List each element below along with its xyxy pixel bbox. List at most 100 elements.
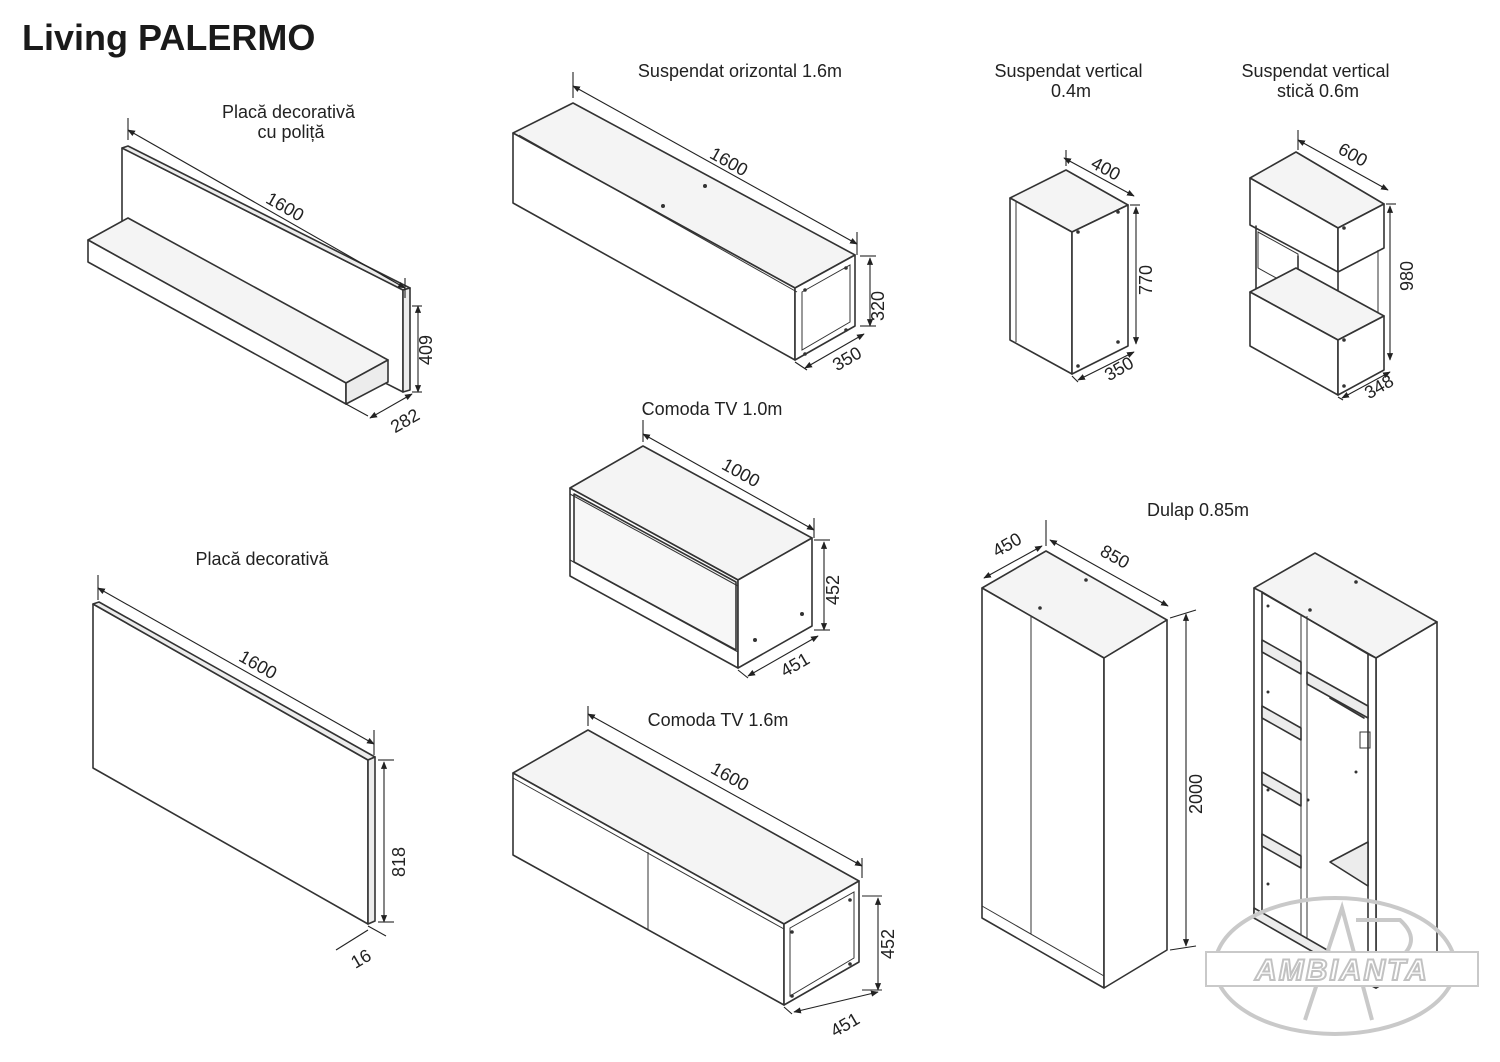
hinge-hole bbox=[790, 994, 794, 998]
edge-line bbox=[569, 559, 739, 653]
dimension-line-width bbox=[97, 587, 375, 745]
hinge-hole bbox=[848, 898, 852, 902]
hinge-hole bbox=[848, 962, 852, 966]
hinge-hole bbox=[1266, 788, 1270, 792]
hinge-hole bbox=[1342, 338, 1346, 342]
panel-side-edge bbox=[402, 287, 411, 393]
dimension-line-width bbox=[127, 129, 406, 289]
extension-line bbox=[1337, 396, 1344, 401]
dimension-line-depth bbox=[1077, 351, 1135, 381]
side-inner-outline bbox=[801, 264, 851, 351]
dimension-width: 600 bbox=[1335, 139, 1371, 171]
dimension-line-depth bbox=[1341, 371, 1391, 399]
hinge-hole bbox=[803, 352, 807, 356]
item-caption: Suspendat vertical sticǎ 0.6m bbox=[1241, 61, 1394, 101]
top-front-edge bbox=[1261, 591, 1369, 655]
caption-line: cu poliță bbox=[257, 122, 325, 142]
wardrobe-side bbox=[1103, 619, 1168, 989]
shelf bbox=[1261, 771, 1302, 807]
hinge-hole bbox=[661, 204, 665, 208]
wardrobe-drawing: Dulap 0.85m 450 850 2000 bbox=[981, 500, 1438, 989]
item-caption: Placă decorativă bbox=[195, 549, 329, 569]
extension-line bbox=[783, 1006, 793, 1015]
dimension-height: 818 bbox=[389, 847, 409, 877]
hinge-hole bbox=[1306, 798, 1310, 802]
dimension-line-depth bbox=[369, 393, 413, 419]
caption-line: Suspendat vertical bbox=[994, 61, 1142, 81]
extension-line bbox=[1169, 609, 1197, 619]
dimension-height: 770 bbox=[1136, 265, 1156, 295]
dimension-thickness: 16 bbox=[347, 945, 374, 972]
hinge-hole bbox=[1266, 882, 1270, 886]
edge-line bbox=[512, 854, 785, 1006]
page-title: Living PALERMO bbox=[22, 17, 315, 58]
dimension-depth: 451 bbox=[777, 649, 813, 681]
drawer-front bbox=[573, 493, 737, 651]
tv-stand-1m-drawing: Comoda TV 1.0m 1000 452 451 bbox=[569, 399, 843, 681]
stand-side bbox=[737, 537, 813, 669]
dimension-height: 320 bbox=[868, 291, 888, 321]
item-caption: Dulap 0.85m bbox=[1147, 500, 1249, 520]
hinge-hole bbox=[1342, 226, 1346, 230]
dimension-line-width bbox=[587, 713, 863, 867]
hinge-hole bbox=[844, 266, 848, 270]
caption-line: Placă decorativă bbox=[222, 102, 356, 122]
dimension-depth: 282 bbox=[387, 405, 423, 437]
hinge-hole bbox=[1076, 230, 1080, 234]
hinge-hole bbox=[1116, 210, 1120, 214]
hanging-rail bbox=[1329, 697, 1365, 719]
dimension-width: 850 bbox=[1097, 541, 1133, 573]
brand-watermark: AMBIANTA bbox=[1205, 896, 1479, 1036]
upper-side bbox=[1337, 203, 1385, 273]
dimension-line-width bbox=[1297, 139, 1389, 191]
panel-front bbox=[92, 603, 369, 925]
hinge-hole bbox=[1084, 578, 1088, 582]
vertical-wall-cabinet-drawing: Suspendat vertical 0.4m 400 770 350 bbox=[994, 61, 1156, 385]
dimension-depth: 450 bbox=[989, 529, 1025, 561]
extension-line bbox=[367, 925, 387, 937]
dimension-line-width bbox=[642, 433, 815, 531]
dimension-line-width bbox=[572, 85, 858, 245]
extension-line bbox=[737, 669, 749, 679]
item-caption: Comoda TV 1.6m bbox=[648, 710, 789, 730]
dimension-height: 980 bbox=[1397, 261, 1417, 291]
wardrobe-front bbox=[981, 587, 1105, 989]
stand-side bbox=[783, 880, 860, 1006]
hinge-hole bbox=[1308, 608, 1312, 612]
dimension-line-depth bbox=[983, 545, 1043, 579]
hinge-hole bbox=[1116, 340, 1120, 344]
dimension-depth: 350 bbox=[829, 343, 865, 375]
hinge-hole bbox=[1266, 604, 1270, 608]
dimension-line-depth bbox=[793, 990, 879, 1014]
hinge-hole bbox=[1076, 364, 1080, 368]
hinge-hole bbox=[1354, 580, 1358, 584]
hinge-hole bbox=[1354, 770, 1358, 774]
tv-stand-1-6m-drawing: Comoda TV 1.6m 1600 452 451 bbox=[512, 706, 898, 1041]
wall-panel-drawing: Placă decorativă 1600 818 16 bbox=[92, 549, 409, 972]
caption-line: Suspendat vertical bbox=[1241, 61, 1389, 81]
hinge-hole bbox=[844, 328, 848, 332]
shelf bbox=[1261, 705, 1302, 741]
extension-line bbox=[345, 403, 369, 417]
item-caption: Suspendat orizontal 1.6m bbox=[638, 61, 842, 81]
dimension-height: 2000 bbox=[1186, 774, 1206, 814]
plinth-line bbox=[981, 905, 1105, 977]
horizontal-wall-cabinet-drawing: Suspendat orizontal 1.6m 1600 320 350 bbox=[512, 61, 888, 375]
dimension-line-thickness bbox=[335, 929, 369, 951]
dimension-width: 1600 bbox=[707, 143, 752, 180]
logo-wordmark: AMBIANTA bbox=[1254, 954, 1429, 987]
vertical-glass-wall-cabinet-drawing: Suspendat vertical sticǎ 0.6m 600 980 34… bbox=[1241, 61, 1417, 403]
dimension-line-width bbox=[1049, 539, 1169, 607]
lower-shelf bbox=[1329, 841, 1369, 887]
dimension-depth: 451 bbox=[827, 1009, 863, 1041]
caption-line: 0.4m bbox=[1051, 81, 1091, 101]
extension-line bbox=[1071, 375, 1079, 383]
caption-line: sticǎ 0.6m bbox=[1277, 81, 1359, 101]
hinge-hole bbox=[703, 184, 707, 188]
side-inner-outline bbox=[789, 891, 855, 997]
open-wardrobe-right-panel bbox=[1367, 653, 1377, 989]
edge-line bbox=[569, 493, 739, 587]
shelf bbox=[1261, 639, 1302, 675]
hinge-hole bbox=[790, 930, 794, 934]
